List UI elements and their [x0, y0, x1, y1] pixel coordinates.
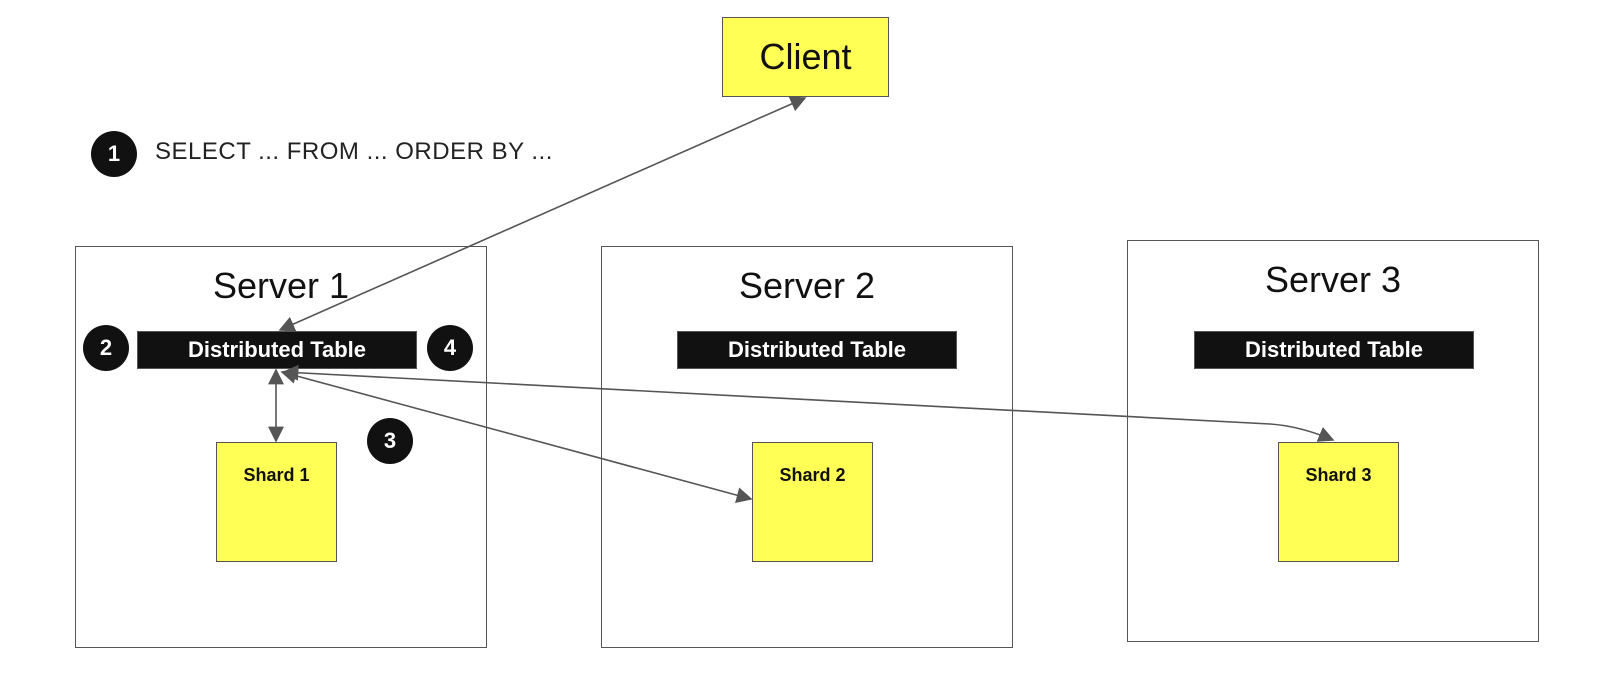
- step-badge-3-label: 3: [383, 428, 397, 453]
- server-2-distributed-table: Distributed Table: [677, 331, 957, 369]
- server-3-box: Server 3 Distributed Table Shard 3: [1127, 240, 1539, 642]
- step-badge-2: 2: [83, 325, 129, 371]
- step-badge-4-label: 4: [443, 335, 457, 360]
- query-text: SELECT ... FROM ... ORDER BY ...: [155, 138, 553, 165]
- shard-1: Shard 1: [216, 442, 337, 562]
- server-2-box: Server 2 Distributed Table Shard 2: [601, 246, 1013, 648]
- server-3-distributed-table-label: Distributed Table: [1244, 337, 1424, 362]
- shard-3-label: Shard 3: [1305, 465, 1372, 485]
- step-badge-1-label: 1: [107, 141, 121, 166]
- server-3-distributed-table: Distributed Table: [1194, 331, 1474, 369]
- step-badge-1: 1: [91, 131, 137, 177]
- server-1-distributed-table-label: Distributed Table: [187, 337, 367, 362]
- shard-3: Shard 3: [1278, 442, 1399, 562]
- server-2-title: Server 2: [738, 265, 876, 306]
- server-2-distributed-table-label: Distributed Table: [727, 337, 907, 362]
- client-label: Client: [759, 36, 852, 77]
- step-badge-3: 3: [367, 418, 413, 464]
- server-3-title: Server 3: [1264, 259, 1402, 300]
- server-1-title: Server 1: [212, 265, 350, 306]
- step-badge-2-label: 2: [99, 335, 113, 360]
- server-1-box: Server 1 Distributed Table Shard 1: [75, 246, 487, 648]
- client-node: Client: [722, 17, 889, 97]
- server-1-distributed-table: Distributed Table: [137, 331, 417, 369]
- shard-2-label: Shard 2: [779, 465, 846, 485]
- shard-2: Shard 2: [752, 442, 873, 562]
- step-badge-4: 4: [427, 325, 473, 371]
- shard-1-label: Shard 1: [243, 465, 310, 485]
